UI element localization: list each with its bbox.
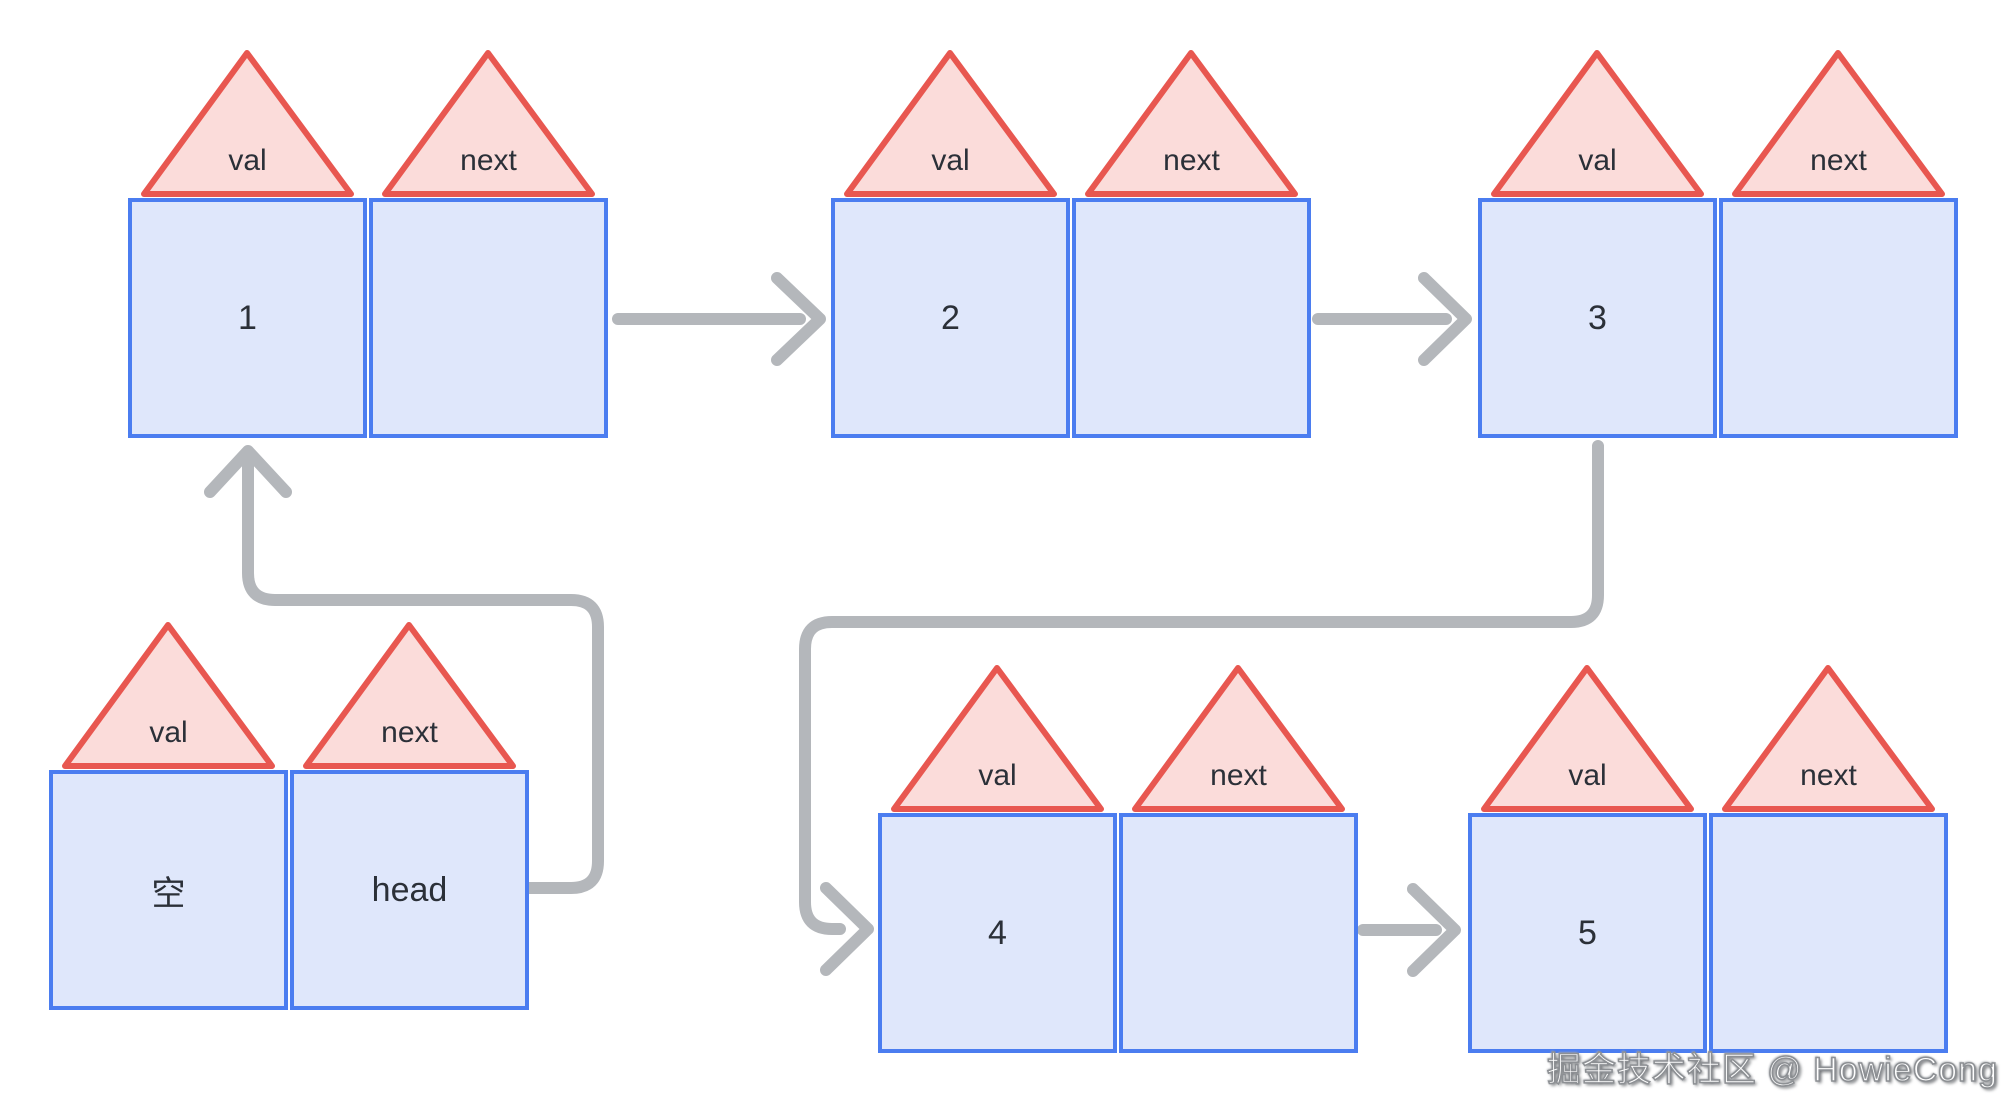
next-pointer-triangle: next [1719,48,1958,198]
val-pointer-triangle: val [831,48,1070,198]
next-pointer-label: next [381,716,438,749]
next-pointer-label: next [1163,144,1220,177]
next-pointer-label: next [1810,144,1867,177]
node-2: val next 2 [831,48,1311,438]
node-1: val next 1 [128,48,608,438]
next-pointer-label: next [1800,759,1857,792]
head-node: val next 空 head [49,620,529,1010]
watermark-text: 掘金技术社区 @ HowieCong [1546,1050,1998,1090]
val-pointer-label: val [1578,144,1617,177]
node-3: val next 3 [1478,48,1958,438]
next-cell [1709,813,1948,1053]
val-value: 5 [1578,913,1597,952]
next-cell: head [290,770,529,1010]
next-cell [1119,813,1358,1053]
val-pointer-label: val [978,759,1017,792]
arrow-node3-to-node4 [799,440,1604,976]
val-pointer-triangle: val [1468,663,1707,813]
next-pointer-label: next [1210,759,1267,792]
next-pointer-triangle: next [1119,663,1358,813]
val-value: 4 [988,913,1007,952]
next-pointer-triangle: next [1072,48,1311,198]
val-pointer-triangle: val [49,620,288,770]
next-value: head [371,870,448,909]
val-pointer-triangle: val [1478,48,1717,198]
node-4: val next 4 [878,663,1358,1053]
node-5: val next 5 [1468,663,1948,1053]
next-pointer-triangle: next [369,48,608,198]
val-pointer-triangle: val [128,48,367,198]
val-value: 2 [941,298,960,337]
val-cell: 2 [831,198,1070,438]
val-cell: 5 [1468,813,1707,1053]
val-pointer-triangle: val [878,663,1117,813]
val-pointer-label: val [931,144,970,177]
val-pointer-label: val [1568,759,1607,792]
arrow-node4-to-node5 [1357,883,1461,977]
val-value: 3 [1588,298,1607,337]
val-pointer-label: val [228,144,267,177]
val-cell: 空 [49,770,288,1010]
val-value: 1 [238,298,257,337]
next-pointer-triangle: next [290,620,529,770]
next-pointer-label: next [460,144,517,177]
next-pointer-triangle: next [1709,663,1948,813]
val-value: 空 [151,874,186,913]
arrow-node2-to-node3 [1312,272,1472,366]
next-cell [369,198,608,438]
val-cell: 4 [878,813,1117,1053]
arrow-node1-to-node2 [612,272,826,366]
next-cell [1719,198,1958,438]
val-cell: 1 [128,198,367,438]
next-cell [1072,198,1311,438]
val-cell: 3 [1478,198,1717,438]
val-pointer-label: val [149,716,188,749]
arrow-head-to-node1 [204,445,604,894]
